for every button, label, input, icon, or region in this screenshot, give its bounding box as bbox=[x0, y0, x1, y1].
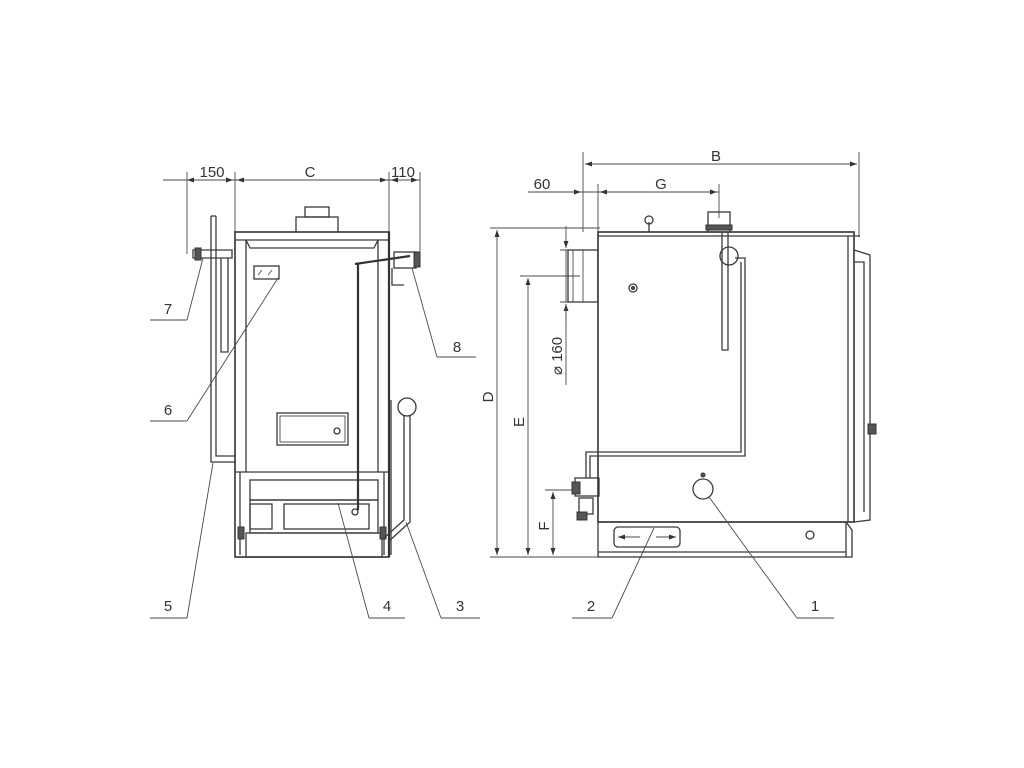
control-display bbox=[253, 265, 280, 280]
side-dim-f: F bbox=[536, 489, 580, 555]
callout-8: 8 bbox=[411, 267, 476, 358]
callout-8-label: 8 bbox=[453, 339, 461, 356]
side-dim-e: E bbox=[511, 275, 580, 555]
front-body bbox=[234, 231, 391, 558]
callout-3: 3 bbox=[405, 521, 480, 619]
front-callouts: 7 6 5 4 3 bbox=[150, 257, 480, 619]
side-view: B 60 G D E bbox=[480, 148, 877, 619]
callout-7: 7 bbox=[150, 257, 204, 321]
side-body bbox=[597, 215, 877, 558]
front-flue bbox=[295, 206, 339, 234]
dim-c-label: C bbox=[305, 164, 316, 181]
callout-2: 2 bbox=[572, 527, 655, 619]
dim-e-label: E bbox=[511, 417, 528, 427]
callout-6: 6 bbox=[150, 277, 279, 422]
callout-4: 4 bbox=[337, 502, 405, 619]
dim-g-label: G bbox=[655, 176, 667, 193]
dim-f-label: F bbox=[536, 521, 553, 530]
dim-150-label: 150 bbox=[199, 164, 224, 181]
inspection-port bbox=[692, 478, 714, 500]
front-view: 150 C 110 bbox=[150, 164, 480, 619]
callout-3-label: 3 bbox=[456, 598, 464, 615]
front-dimension-line: 150 C 110 bbox=[163, 164, 421, 254]
side-pipework bbox=[571, 211, 746, 521]
dim-b-label: B bbox=[711, 148, 721, 165]
side-callouts: 2 1 bbox=[572, 496, 834, 619]
callout-6-label: 6 bbox=[164, 402, 172, 419]
callout-2-label: 2 bbox=[587, 598, 595, 615]
callout-4-label: 4 bbox=[383, 598, 391, 615]
dim-diameter-label: ⌀ 160 bbox=[549, 337, 566, 375]
callout-5-label: 5 bbox=[164, 598, 172, 615]
side-dim-60-g: 60 G bbox=[528, 176, 720, 232]
front-right-fittings bbox=[354, 251, 421, 555]
callout-1: 1 bbox=[708, 496, 834, 619]
side-dim-b: B bbox=[582, 148, 860, 237]
callout-7-label: 7 bbox=[164, 301, 172, 318]
callout-5: 5 bbox=[150, 462, 214, 619]
side-dim-d: D bbox=[480, 227, 600, 558]
dim-d-label: D bbox=[480, 391, 497, 402]
front-left-pipe bbox=[192, 215, 236, 463]
dim-110-label: 110 bbox=[391, 164, 415, 181]
dim-60-label: 60 bbox=[534, 176, 551, 193]
callout-1-label: 1 bbox=[811, 598, 819, 615]
